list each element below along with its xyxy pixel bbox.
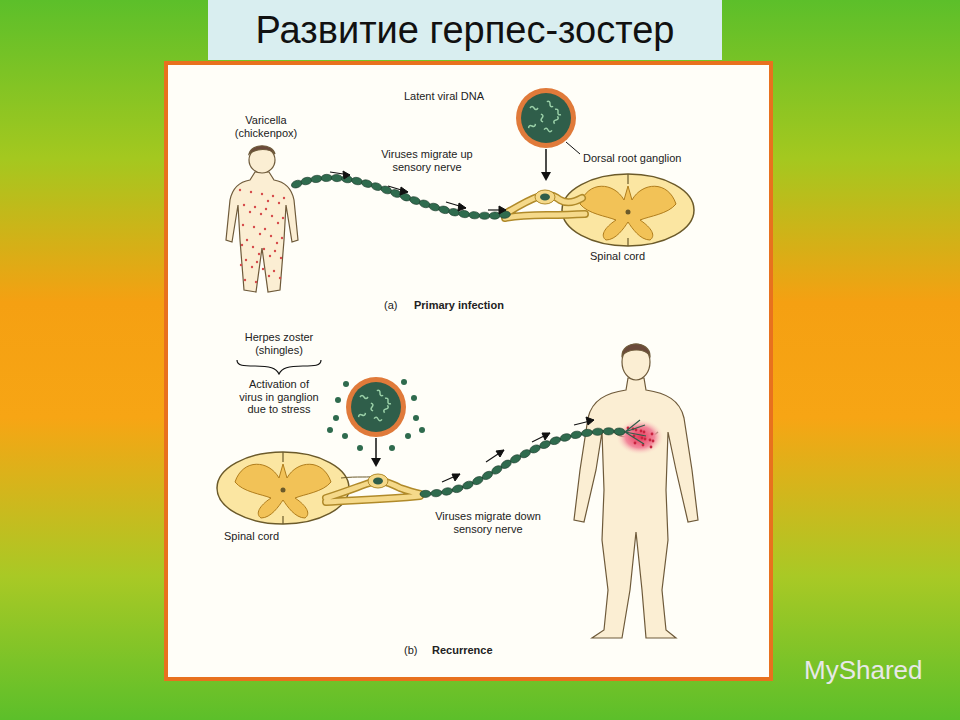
latent-circle	[516, 88, 576, 148]
part-label: Spinal cord	[590, 250, 670, 263]
rash	[616, 419, 664, 455]
panel-letter: (a)	[384, 299, 408, 312]
note-label: Activation of virus in ganglion due to s…	[236, 378, 322, 416]
child-figure	[226, 146, 298, 292]
man-figure	[574, 344, 698, 638]
active-circle	[346, 377, 406, 437]
panel	[166, 63, 771, 679]
callout-label: Latent viral DNA	[374, 90, 484, 103]
direction-arrows	[330, 171, 506, 214]
panel-caption: Recurrence	[432, 644, 552, 657]
latent-core	[521, 93, 571, 143]
chickenpox-spots	[239, 189, 285, 283]
spinal-cord	[533, 174, 694, 246]
nerve-label: Viruses migrate up sensory nerve	[372, 148, 482, 173]
title: Развитие герпес-зостер	[208, 0, 722, 60]
callout-label: Dorsal root ganglion	[583, 152, 693, 165]
brace	[237, 360, 321, 374]
figure-label: Herpes zoster (shingles)	[234, 331, 324, 356]
panel-caption: Primary infection	[414, 299, 544, 312]
nerve-label: Viruses migrate down sensory nerve	[428, 510, 548, 535]
viral-dna	[528, 100, 562, 131]
part-label: Spinal cord	[224, 530, 304, 543]
figure-label: Varicella (chickenpox)	[226, 114, 306, 139]
active-core	[351, 382, 401, 432]
panel-letter: (b)	[404, 644, 428, 657]
watermark: MyShared	[804, 656, 944, 686]
